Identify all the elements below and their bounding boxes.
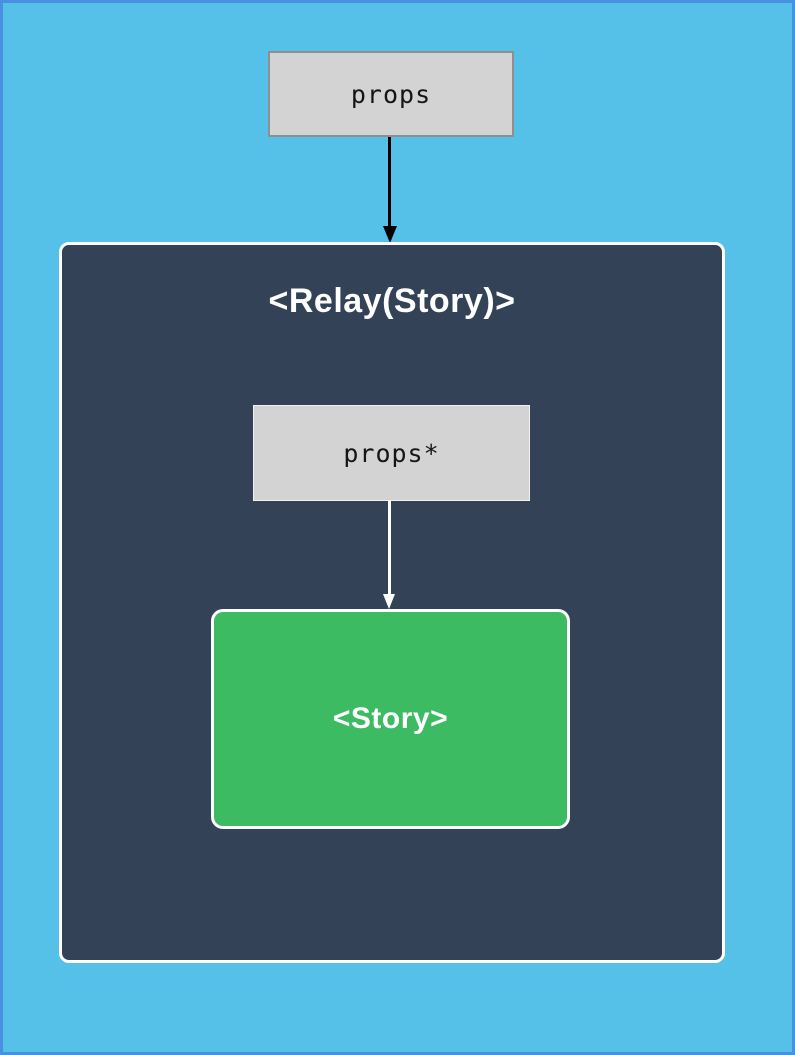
props-node-label: props [350, 79, 432, 109]
props-star-to-story-arrowhead-icon [383, 594, 395, 609]
props-to-relay-arrowhead-icon [383, 226, 397, 243]
props-star-node: props* [253, 405, 530, 501]
story-node: <Story> [211, 609, 570, 829]
story-node-label: <Story> [332, 702, 449, 735]
relay-story-container: <Relay(Story)> props* <Story> [59, 242, 725, 963]
props-star-node-label: props* [343, 438, 440, 468]
props-to-relay-arrow-line [388, 137, 391, 227]
props-star-to-story-arrow-line [388, 501, 391, 596]
props-node: props [268, 51, 514, 137]
relay-container-title: <Relay(Story)> [268, 282, 516, 320]
